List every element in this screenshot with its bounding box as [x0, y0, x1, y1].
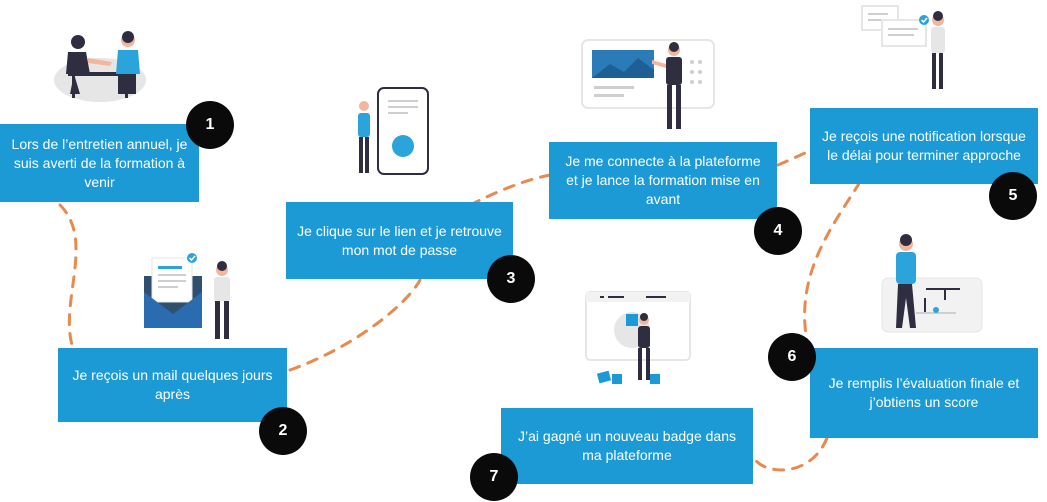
step-2-number: 2	[259, 407, 307, 455]
step-3-number: 3	[487, 255, 535, 303]
path-segment-5-6	[803, 180, 862, 357]
dashboard-illustration	[581, 39, 715, 129]
path-segment-6-7	[750, 436, 829, 472]
step-4-box: Je me connecte à la plateforme et je lan…	[549, 142, 777, 219]
phone-illustration	[358, 87, 429, 175]
mail-illustration	[144, 253, 230, 339]
meeting-illustration	[54, 31, 146, 102]
step-3-box: Je clique sur le lien et je retrouve mon…	[286, 202, 513, 279]
step-4-number: 4	[754, 207, 802, 255]
step-1-box: Lors de l’entretien annuel, je suis aver…	[0, 124, 199, 202]
step-6-box: Je remplis l’évaluation finale et j’obti…	[810, 348, 1038, 438]
notification-illustration	[861, 5, 945, 89]
step-5-number: 5	[989, 172, 1037, 220]
step-2-box: Je reçois un mail quelques jours après	[58, 348, 287, 422]
step-5-box: Je reçois une notification lorsque le dé…	[810, 108, 1038, 184]
evaluation-illustration	[881, 234, 983, 333]
path-segment-1-2	[58, 203, 78, 347]
path-segment-2-3	[288, 278, 422, 372]
step-7-box: J’ai gagné un nouveau badge dans ma plat…	[501, 408, 753, 484]
step-7-number: 7	[470, 453, 518, 501]
path-segment-3-4	[468, 173, 552, 207]
step-1-number: 1	[186, 101, 234, 149]
step-6-number: 6	[768, 333, 816, 381]
badge-illustration	[585, 291, 691, 384]
path-segment-4-5	[776, 148, 814, 167]
